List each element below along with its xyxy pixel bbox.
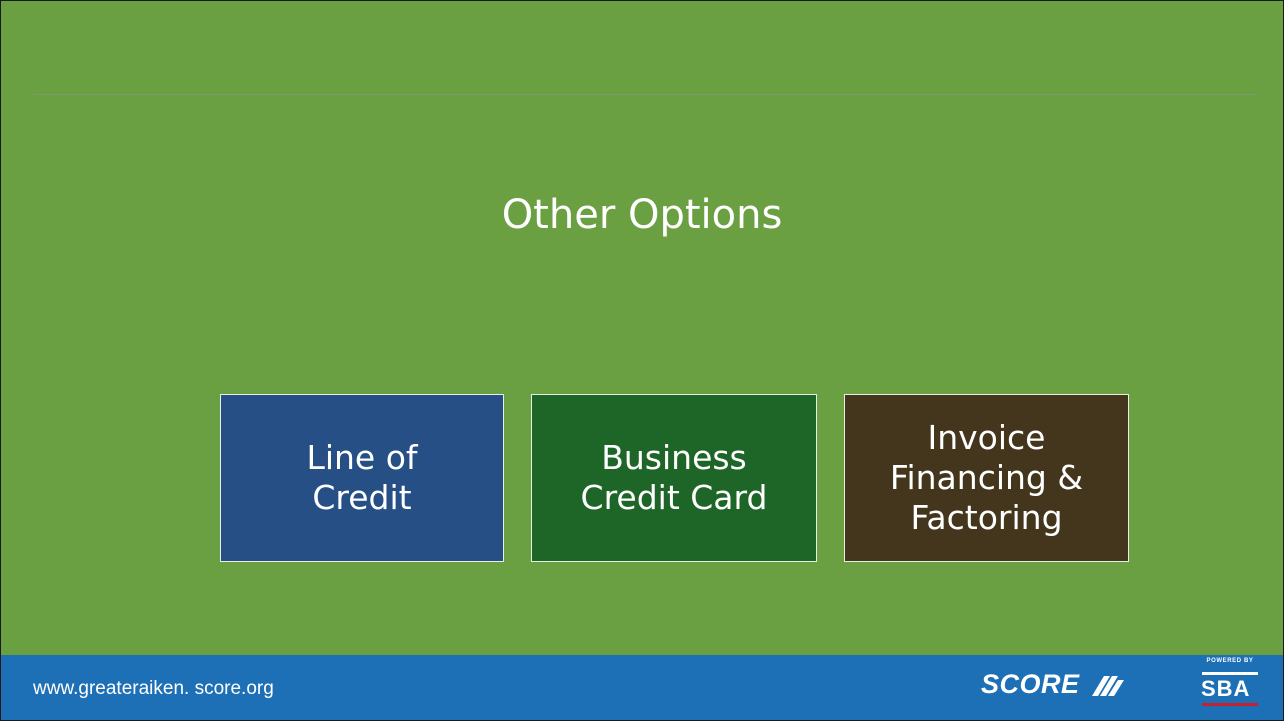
header-divider — [33, 94, 1257, 95]
score-logo: SCORE — [981, 669, 1126, 700]
sba-logo: POWERED BY SBA — [1199, 658, 1261, 718]
slide-title: Other Options — [501, 192, 783, 238]
option-label: Business Credit Card — [580, 438, 768, 517]
sba-bar-bottom — [1202, 703, 1258, 706]
option-label: Line of Credit — [306, 438, 418, 517]
score-slash-icon — [1091, 675, 1124, 696]
footer-url: www.greateraiken. score.org — [33, 678, 274, 699]
option-box-business-credit-card: Business Credit Card — [531, 394, 817, 562]
sba-powered-by: POWERED BY — [1206, 658, 1254, 664]
option-box-invoice-financing: Invoice Financing & Factoring — [844, 394, 1129, 562]
sba-bar-top — [1202, 672, 1258, 675]
option-label: Invoice Financing & Factoring — [889, 418, 1084, 537]
footer-bar: www.greateraiken. score.org SCORE POWERE… — [1, 655, 1283, 720]
score-logo-text: SCORE — [981, 669, 1080, 699]
sba-logo-text: SBA — [1201, 676, 1251, 701]
option-box-line-of-credit: Line of Credit — [220, 394, 504, 562]
